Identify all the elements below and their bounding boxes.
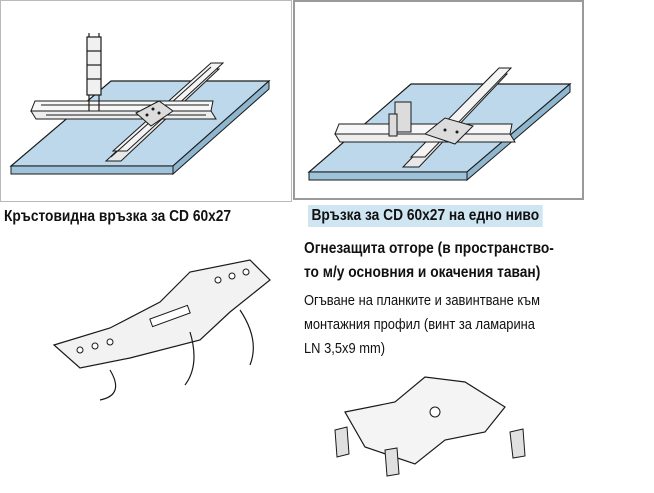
bent-connector-drawing [334,376,526,477]
single-level-drawing [307,67,572,182]
single-level-connector [388,101,474,145]
cross-profile [334,123,516,143]
hanger-rod [86,33,102,111]
ceiling-board-edge [308,171,468,181]
illustration-single-level-panel [293,0,584,200]
fire-protection-heading-line1: Огнезащита отгоре (в пространство- [304,240,554,257]
ceiling-board-side [172,79,270,176]
connector-bending-drawing [52,259,271,401]
caption-cross-connection: Кръстовидна връзка за CD 60x27 [4,208,232,225]
fire-protection-heading-line2: то м/у основния и окачения таван) [304,264,541,281]
bend-arrows [99,309,254,401]
cross-connector [135,100,174,127]
ceiling-board-edge [10,165,174,175]
fire-protection-text-line2: монтажния профил (винт за ламарина [304,316,535,333]
bent-connector-plate [344,376,506,465]
bent-tabs [334,426,526,477]
caption-single-level: Връзка за CD 60x27 на едно ниво [308,205,543,227]
cross-connection-drawing [9,33,271,176]
cross-profile [30,100,217,120]
fire-protection-text-line1: Огъване на планките и завинтване към [304,292,540,309]
connector-plate [52,259,271,369]
illustration-cross-connection-panel [0,0,292,202]
ceiling-board-side [466,82,571,182]
fire-protection-text-line3: LN 3,5x9 mm) [304,340,386,357]
